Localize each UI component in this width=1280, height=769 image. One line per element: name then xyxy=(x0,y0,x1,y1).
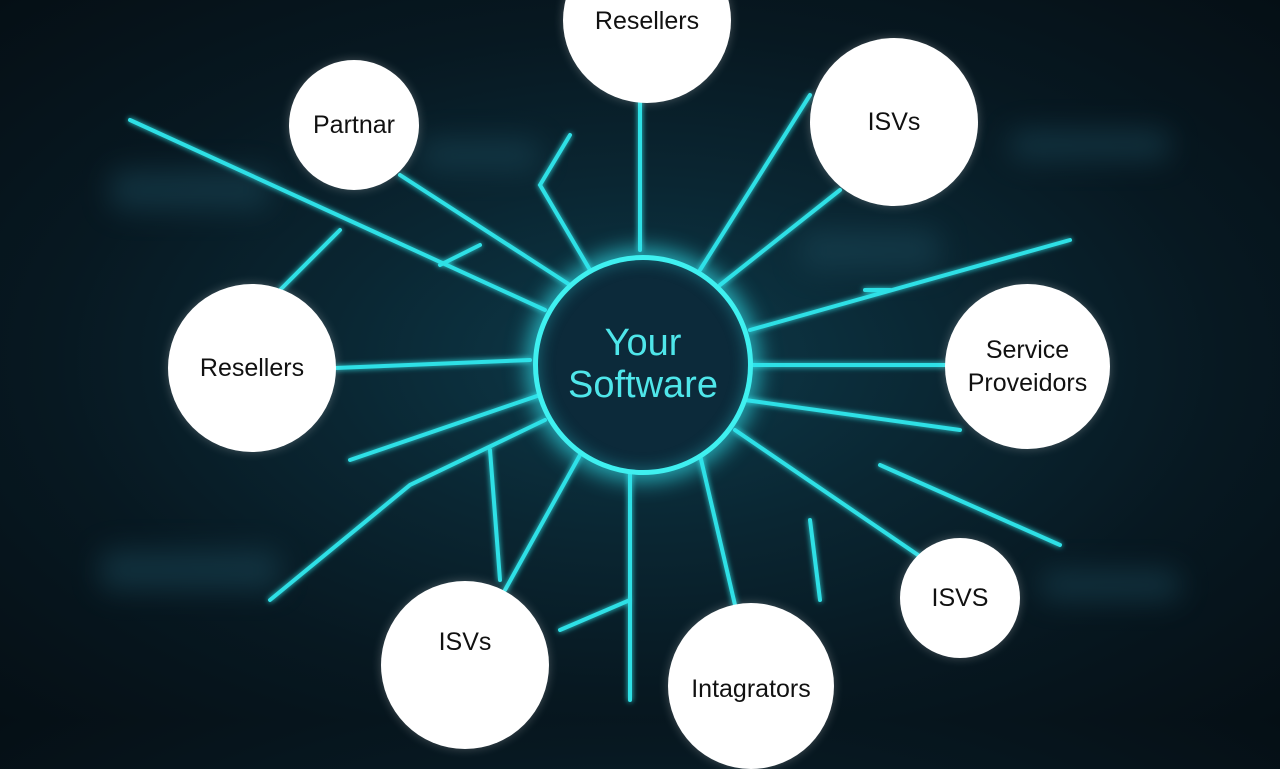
bg-blur xyxy=(1010,130,1170,160)
node-label-line2: Proveidors xyxy=(967,368,1088,397)
hub-label-line2: Software xyxy=(568,364,718,406)
bg-blur xyxy=(110,170,270,210)
node-isvs-lower-right: ISVS xyxy=(900,538,1020,658)
connector-lines xyxy=(128,93,1072,702)
node-isvs-bottom-left: ISVs xyxy=(381,581,549,749)
node-label: Resellers xyxy=(594,6,700,35)
node-label: ISVS xyxy=(931,583,989,612)
node-integrators: Intagrators xyxy=(668,603,834,769)
node-partner: Partnar xyxy=(289,60,419,190)
hub-label-line1: Your xyxy=(604,322,682,365)
node-label-line1: Service xyxy=(985,336,1070,364)
node-label: Intagrators xyxy=(691,674,811,703)
node-label: Partnar xyxy=(313,110,395,139)
node-label: ISVs xyxy=(438,627,492,656)
node-label: ISVs xyxy=(867,107,921,136)
node-isvs-upper-right: ISVs xyxy=(810,38,978,206)
bg-blur xyxy=(800,230,940,270)
node-resellers-left: Resellers xyxy=(168,284,336,452)
bg-blur xyxy=(100,550,280,590)
bg-blur xyxy=(1040,570,1180,600)
bg-blur xyxy=(420,140,540,170)
node-label: Resellers xyxy=(199,353,305,382)
